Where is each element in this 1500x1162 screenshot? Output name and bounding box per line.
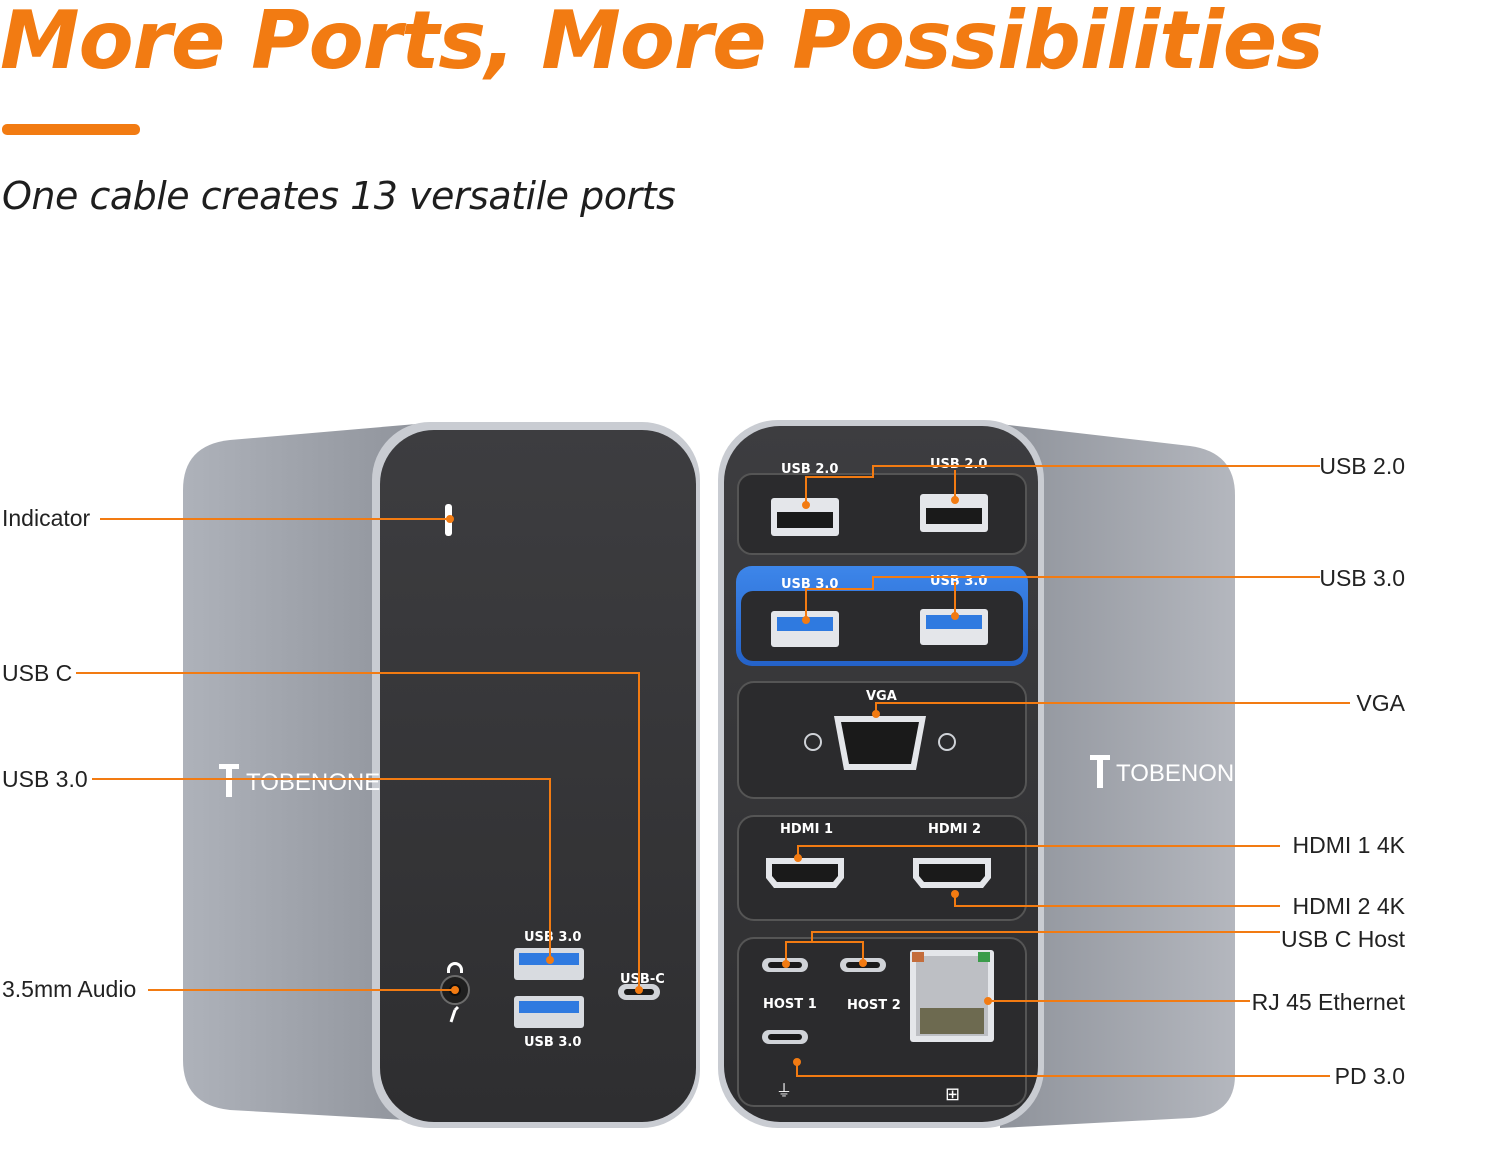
power-plug-icon: ⏚ [776,1081,792,1100]
rear-usb2-right-tag: USB 2.0 [930,457,987,472]
line-usb3-right [805,576,1320,620]
page-title: More Ports, More Possibilities [0,0,1324,87]
rear-hdmi1-tag: HDMI 1 [780,822,833,837]
callout-usb-3-front: USB 3.0 [2,766,88,792]
brand-text: TOBENONE [246,769,380,796]
brand-text-rear: TOBENONE [1116,760,1250,787]
callout-rj45: RJ 45 Ethernet [1251,989,1405,1015]
callout-audio: 3.5mm Audio [2,976,137,1002]
callout-usb-c: USB C [2,660,73,686]
line-pd [796,1062,1330,1077]
front-usb-c-port: USB-C [618,972,665,1000]
rear-hdmi2-tag: HDMI 2 [928,822,981,837]
callout-pd: PD 3.0 [1334,1063,1405,1089]
line-usb3-left [92,778,551,960]
callout-hdmi-2: HDMI 2 4K [1292,893,1405,919]
headphone-icon [447,962,463,973]
front-usb-c-tag: USB-C [620,972,665,987]
brand-logo: TOBENONE [219,764,380,797]
rear-hdmi-group: HDMI 1 HDMI 2 [737,815,1027,921]
microphone-icon [449,1005,460,1023]
callout-usb-c-host: USB C Host [1281,926,1405,952]
rear-host2-tag: HOST 2 [847,998,901,1013]
callout-vga: VGA [1356,690,1405,716]
callout-lines [76,465,1350,1077]
callout-hdmi-1: HDMI 1 4K [1292,832,1405,858]
callout-indicator: Indicator [2,505,91,531]
rear-host-rj45-group: HOST 1 HOST 2 ⏚ ⊞ [737,937,1027,1107]
rear-host1-tag: HOST 1 [763,997,817,1012]
rear-usb2-left-tag: USB 2.0 [781,462,838,477]
rear-vga-group: VGA [737,681,1027,799]
accent-divider [2,124,140,135]
page-subtitle: One cable creates 13 versatile ports [2,174,676,218]
rear-device: TOBENONE USB 2.0 USB 2.0 USB 3.0 USB 3.0 [718,420,1250,1128]
front-usb3-ports: USB 3.0 USB 3.0 [514,930,584,1050]
line-usb-c [76,672,640,990]
callout-usb-3-rear: USB 3.0 [1319,565,1405,591]
callout-usb-2: USB 2.0 [1319,453,1405,479]
front-usb3-bottom-tag: USB 3.0 [524,1035,581,1050]
line-usb2 [805,465,1320,505]
network-icon: ⊞ [945,1084,960,1105]
rear-vga-tag: VGA [866,689,897,704]
brand-logo-rear: TOBENONE [1090,755,1250,788]
front-device: TOBENONE USB 3.0 USB 3.0 USB-C [183,422,700,1128]
rear-usb3-group: USB 3.0 USB 3.0 [736,566,1028,666]
front-usb3-top-tag: USB 3.0 [524,930,581,945]
